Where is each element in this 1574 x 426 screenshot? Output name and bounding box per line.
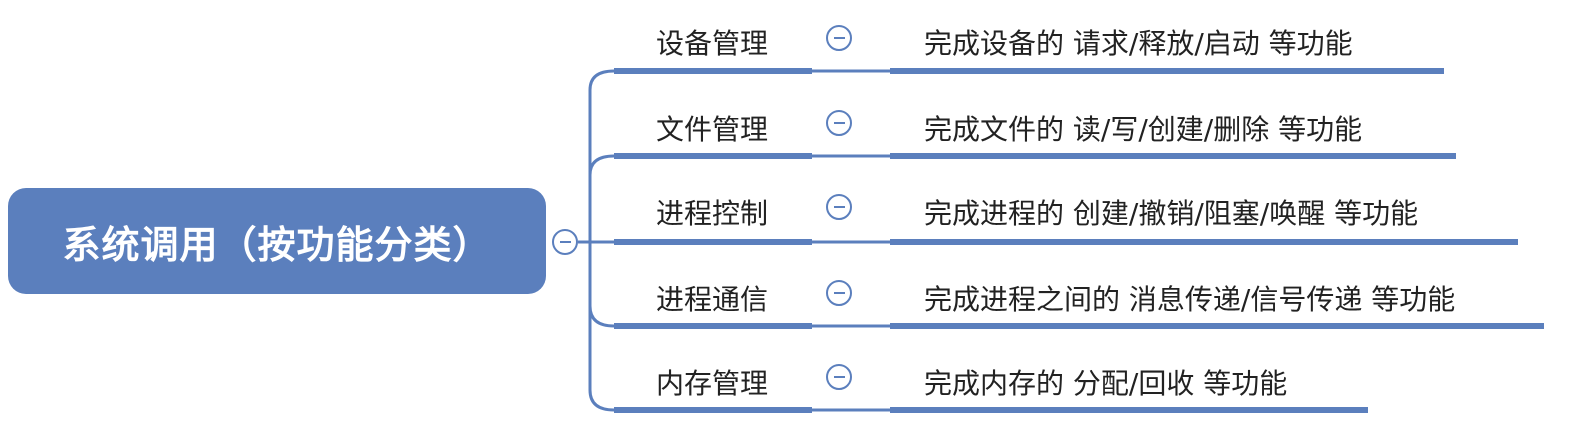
branch-label-3[interactable]: 进程控制 — [655, 197, 768, 230]
root-label: 系统调用（按功能分类） — [62, 222, 492, 267]
branch-collapse-icon-2[interactable] — [826, 110, 852, 136]
branch-label-2[interactable]: 文件管理 — [655, 113, 768, 146]
branch-collapse-icon-4[interactable] — [826, 280, 852, 306]
branch-label-1[interactable]: 设备管理 — [655, 27, 768, 60]
branch-underline-1 — [614, 68, 812, 74]
branch-connector-4 — [588, 305, 615, 328]
branch-desc-4[interactable]: 完成进程之间的 消息传递/信号传递 等功能 — [924, 283, 1456, 316]
branch-desc-3[interactable]: 完成进程的 创建/撤销/阻塞/唤醒 等功能 — [924, 197, 1419, 230]
branch-collapse-icon-1[interactable] — [826, 25, 852, 51]
branch-underline-2 — [614, 153, 812, 159]
desc-underline-4 — [890, 323, 1544, 329]
root-collapse-icon[interactable] — [552, 229, 578, 255]
branch-label-4[interactable]: 进程通信 — [655, 283, 768, 316]
branch-connector-2 — [588, 154, 615, 176]
branch-desc-5[interactable]: 完成内存的 分配/回收 等功能 — [924, 367, 1288, 400]
branch-desc-1[interactable]: 完成设备的 请求/释放/启动 等功能 — [924, 27, 1353, 60]
branch-collapse-icon-5[interactable] — [826, 364, 852, 390]
desc-underline-3 — [890, 239, 1518, 245]
branch-underline-4 — [614, 323, 812, 329]
desc-underline-1 — [890, 68, 1444, 74]
spine-connector — [588, 69, 615, 412]
branch-underline-5 — [614, 407, 812, 413]
branch-collapse-icon-3[interactable] — [826, 194, 852, 220]
desc-underline-2 — [890, 153, 1456, 159]
branch-underline-3 — [614, 239, 812, 245]
desc-underline-5 — [890, 407, 1368, 413]
branch-desc-2[interactable]: 完成文件的 读/写/创建/删除 等功能 — [924, 113, 1363, 146]
branch-label-5[interactable]: 内存管理 — [655, 367, 768, 400]
root-node[interactable]: 系统调用（按功能分类） — [8, 188, 546, 294]
